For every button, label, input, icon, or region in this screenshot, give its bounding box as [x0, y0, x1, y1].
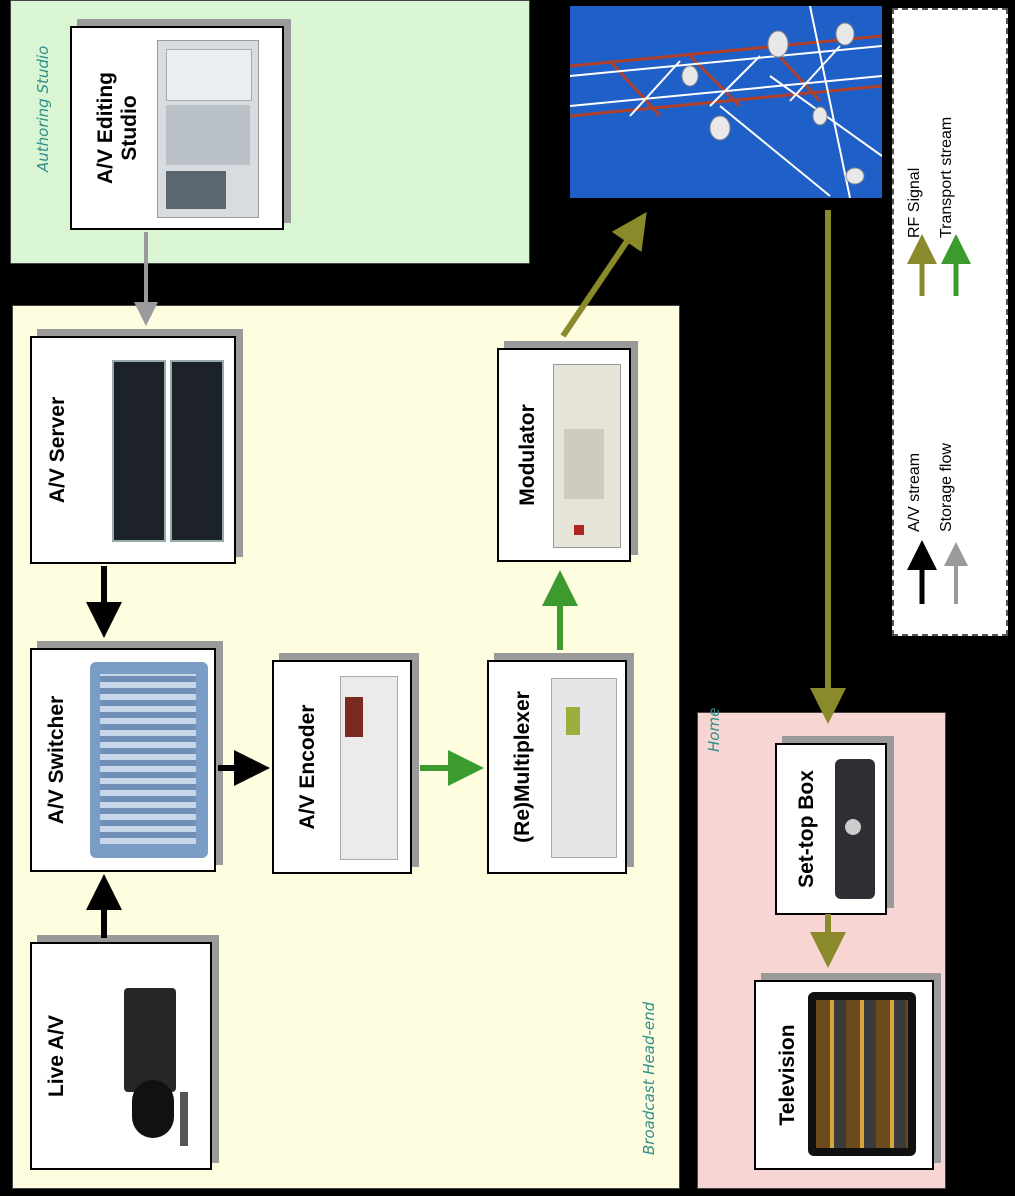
editing-workstation-icon [157, 40, 259, 218]
television-node: Television [754, 980, 934, 1170]
modulator-node: Modulator [497, 348, 631, 562]
camera-microphone-icon [92, 960, 202, 1150]
legend-box: A/V stream Storage flow RF Signal Transp… [892, 8, 1008, 636]
remultiplexer-node: (Re)Multiplexer [487, 660, 627, 874]
set-top-box-node: Set-top Box [775, 743, 887, 915]
av-encoder-node: A/V Encoder [272, 660, 412, 874]
television-icon [808, 992, 916, 1156]
set-top-box-icon [835, 759, 875, 899]
server-rack-icon [112, 360, 224, 542]
av-switcher-node: A/V Switcher [30, 648, 216, 872]
transmission-tower-image [570, 6, 882, 198]
av-editing-studio-node: A/V Editing Studio [70, 26, 284, 230]
live-av-node: Live A/V [30, 942, 212, 1170]
arrow-modulator-to-tower [560, 212, 647, 338]
av-server-node: A/V Server [30, 336, 236, 564]
multiplexer-unit-icon [551, 678, 617, 858]
modulator-unit-icon [553, 364, 621, 548]
encoder-unit-icon [340, 676, 398, 860]
video-switcher-icon [90, 662, 208, 858]
